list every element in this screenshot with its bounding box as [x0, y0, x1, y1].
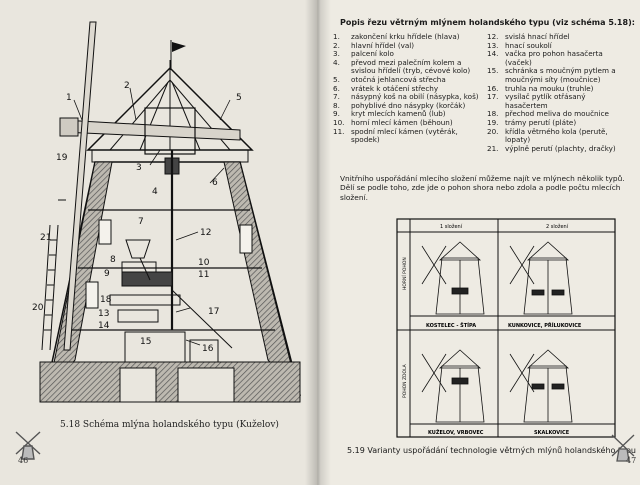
list-item: 10.horní mlecí kámen (běhoun) — [333, 117, 453, 127]
variant-cell-2-label: KUNKOVICE, PŘÍLUKOVICE — [508, 321, 582, 329]
callout-8: 8 — [110, 255, 116, 265]
figure-caption-right: 5.19 Varianty uspořádání technologie vět… — [347, 446, 636, 455]
list-item: 11.spodní mlecí kámen (vytěrák, spodek) — [333, 126, 458, 145]
list-item: 4.převod mezi palečním kolem a svislou h… — [333, 57, 471, 76]
callout-4: 4 — [152, 187, 158, 197]
body-paragraph: Vnitřního uspořádání mlecího složení můž… — [340, 174, 625, 202]
callout-13: 13 — [98, 309, 109, 319]
variant-row2-label: POHON ZDOLA — [402, 363, 408, 398]
callout-2: 2 — [124, 81, 130, 91]
mill-section-diagram: 1 2 3 4 5 6 7 8 9 10 11 12 13 14 15 16 1… — [32, 21, 301, 403]
variant-cell-3-label: KUŽELOV, VRBOVEC — [428, 428, 484, 436]
list-item: 19.trámy perutí (pláte) — [487, 117, 577, 127]
variant-cell-4-label: SKALKOVICE — [534, 430, 570, 436]
list-item: 7.násypný koš na obilí (násypka, koš) — [333, 92, 479, 102]
callout-10: 10 — [198, 258, 210, 268]
list-item: 14.vačka pro pohon hasačerta (vaček) — [487, 49, 603, 67]
legend-list-right: 12.svislá hnací hřídel 13.hnací soukolí … — [487, 32, 627, 153]
callout-1: 1 — [66, 93, 72, 103]
callout-9: 9 — [104, 269, 110, 279]
left-page: 1 2 3 4 5 6 7 8 9 10 11 12 13 14 15 16 1… — [0, 0, 318, 485]
list-item: 16.truhla na mouku (truhle) — [487, 83, 594, 93]
callout-19: 19 — [56, 153, 68, 163]
callout-5: 5 — [236, 93, 242, 103]
list-item: 6.vrátek k otáčení střechy — [333, 83, 439, 93]
list-item: 21.výplně perutí (plachty, dračky) — [487, 143, 616, 153]
callout-20: 20 — [32, 303, 44, 313]
list-item: 2.hlavní hřídel (val) — [333, 40, 415, 50]
section-title: Popis řezu větrným mlýnem holandského ty… — [340, 18, 635, 27]
list-item: 1.zakončení krku hřídele (hlava) — [333, 32, 460, 41]
list-item: 12.svislá hnací hřídel — [487, 32, 570, 41]
callout-12: 12 — [200, 228, 211, 238]
list-item: 5.otočná jehlancová střecha — [333, 74, 446, 84]
variant-row1-label: HORNÍ POHON — [401, 257, 408, 290]
callout-17: 17 — [208, 307, 219, 317]
callout-11: 11 — [198, 270, 209, 280]
figure-callouts: 1 2 3 4 5 6 7 8 9 10 11 12 13 14 15 16 1… — [32, 81, 242, 354]
windmill-logo-icon — [15, 431, 41, 460]
list-item: 17.vysílač pytlík otřásaný hasačertem — [487, 92, 586, 110]
callout-18: 18 — [100, 295, 112, 305]
list-item: 18.přechod meliva do moučnice — [487, 109, 609, 119]
variant-cell-1-label: KOSTELEC - ŠTÍPA — [426, 321, 476, 329]
variants-diagram: 1 složení 2 složení HORNÍ POHON POHON ZD… — [396, 218, 616, 438]
callout-6: 6 — [212, 178, 218, 188]
page-number-left: 46 — [18, 456, 29, 465]
right-page — [318, 0, 640, 485]
callout-7: 7 — [138, 217, 144, 227]
figure-caption-left: 5.18 Schéma mlýna holandského typu (Kuže… — [60, 420, 279, 430]
legend-list-left: 1.zakončení krku hřídele (hlava) 2.hlavn… — [333, 32, 483, 145]
callout-16: 16 — [202, 344, 214, 354]
book-gutter — [305, 0, 331, 485]
windmill-logo-icon — [611, 434, 635, 462]
list-item: 13.hnací soukolí — [487, 40, 552, 50]
list-item: 3.palcení kolo — [333, 49, 394, 59]
callout-3: 3 — [136, 163, 142, 173]
variant-col1-label: 1 složení — [440, 223, 463, 230]
list-item: 15.schránka s moučným pytlem a moučnými … — [487, 66, 616, 84]
callout-15: 15 — [140, 337, 151, 347]
list-item: 8.pohyblivé dno násypky (korčák) — [333, 100, 466, 110]
page-number-right: 47 — [626, 456, 637, 465]
callout-14: 14 — [98, 321, 110, 331]
list-item: 9.kryt mlecích kamenů (lub) — [333, 109, 446, 119]
variant-col2-label: 2 složení — [546, 223, 569, 230]
list-item: 20.křídla větrného kola (perutě, lopaty) — [487, 126, 608, 145]
callout-21: 21 — [40, 233, 51, 243]
